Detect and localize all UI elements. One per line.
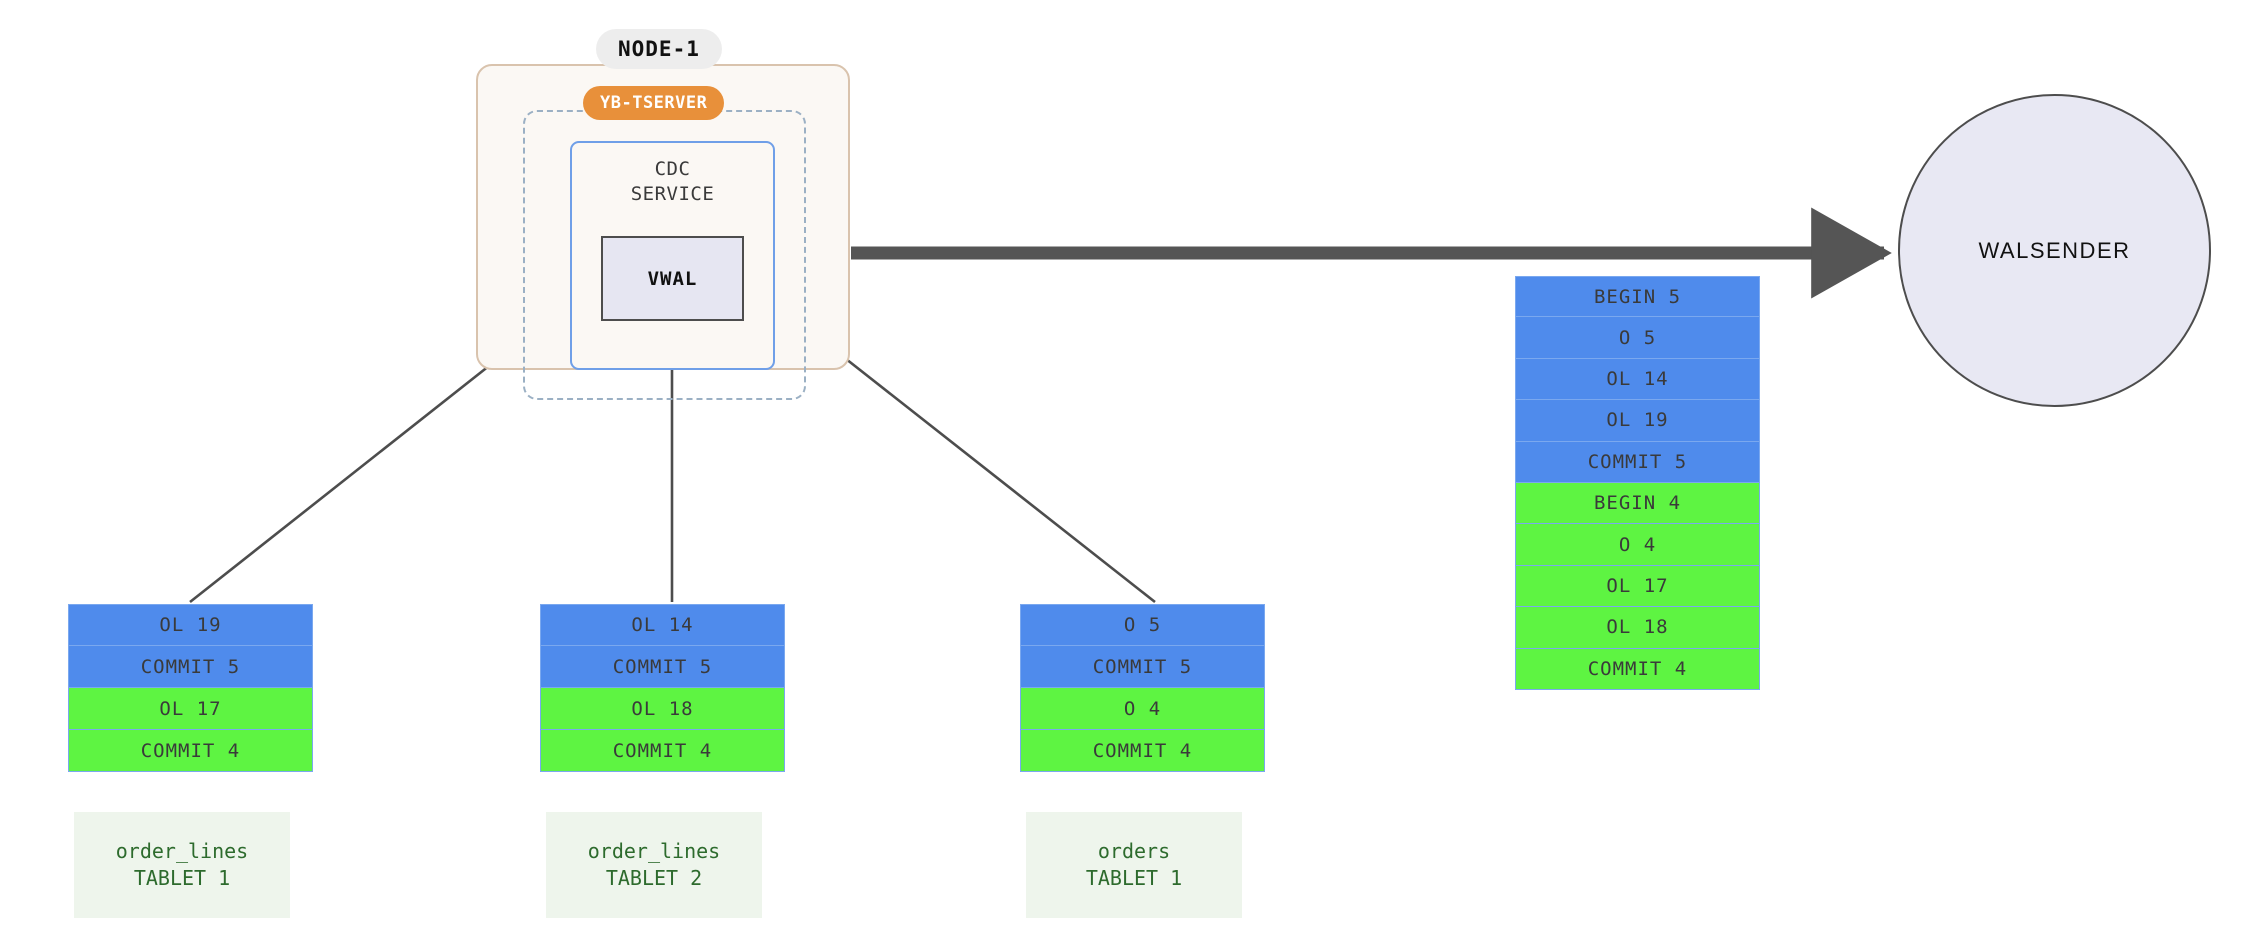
record-row: COMMIT 4	[1515, 648, 1760, 690]
record-row: OL 14	[1515, 358, 1760, 401]
record-row: OL 19	[68, 604, 313, 646]
record-row: COMMIT 5	[68, 646, 313, 688]
record-row: COMMIT 5	[1515, 441, 1760, 483]
record-row: OL 19	[1515, 400, 1760, 442]
record-row: OL 18	[1515, 607, 1760, 649]
vwal-box: VWAL	[601, 236, 744, 321]
record-row: BEGIN 5	[1515, 276, 1760, 318]
record-row: COMMIT 5	[1020, 646, 1265, 688]
cdc-service-container: CDC SERVICE	[570, 141, 775, 370]
record-row: COMMIT 4	[540, 730, 785, 772]
record-row: COMMIT 4	[68, 730, 313, 772]
record-row: OL 18	[540, 688, 785, 730]
record-row: COMMIT 4	[1020, 730, 1265, 772]
tablet-table-name: orders	[1097, 839, 1171, 863]
record-row: O 4	[1515, 524, 1760, 566]
record-row: OL 14	[540, 604, 785, 646]
cdc-service-label: CDC SERVICE	[572, 157, 773, 207]
record-row: COMMIT 5	[540, 646, 785, 688]
node-badge: NODE-1	[596, 29, 722, 69]
cdc-service-label-line2: SERVICE	[630, 183, 715, 205]
record-row: O 5	[1515, 317, 1760, 359]
tablet-table-name: order_lines	[115, 839, 249, 863]
record-row: BEGIN 4	[1515, 482, 1760, 525]
tserver-badge: YB-TSERVER	[583, 86, 725, 120]
record-row: OL 17	[1515, 565, 1760, 608]
record-row: O 4	[1020, 688, 1265, 730]
cdc-service-label-line1: CDC	[654, 158, 691, 180]
record-row: OL 17	[68, 688, 313, 730]
tablet-table-name: order_lines	[587, 839, 721, 863]
tablet-number-label: TABLET 1	[1085, 866, 1183, 890]
tablet-number-label: TABLET 2	[605, 866, 703, 890]
record-row: O 5	[1020, 604, 1265, 646]
walsender-node: WALSENDER	[1898, 94, 2211, 407]
tablet-number-label: TABLET 1	[133, 866, 231, 890]
